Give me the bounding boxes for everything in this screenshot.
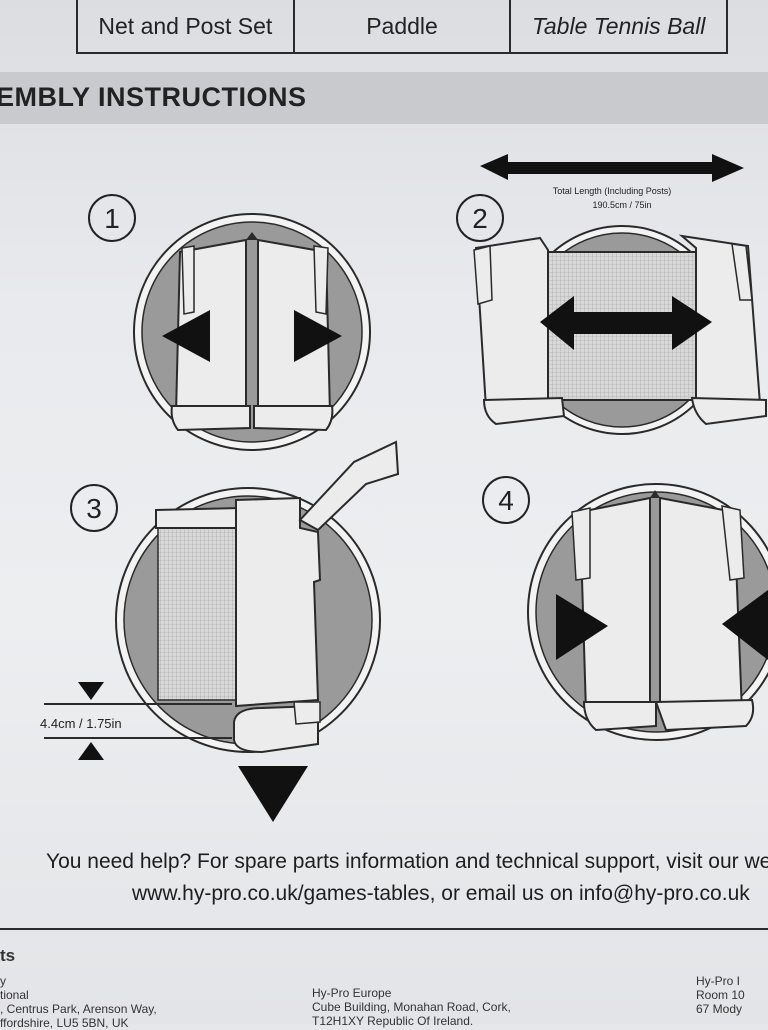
footer-eu-line: T12H1XY Republic Of Ireland. (312, 1014, 474, 1028)
help-line-1: You need help? For spare parts informati… (46, 850, 768, 873)
footer: ts y tional , Centrus Park, Arenson Way,… (0, 936, 768, 1030)
help-line-2: www.hy-pro.co.uk/games-tables, or email … (132, 882, 750, 905)
step-2-figure: Total Length (Including Posts) 190.5cm /… (456, 154, 767, 435)
help-text: You need help? For spare parts informati… (46, 846, 768, 910)
step-2-double-arrow (540, 296, 712, 350)
assembly-diagram: 1 Total Length (Including Posts) 190.5cm… (40, 154, 768, 822)
footer-other-line: Hy-Pro I (696, 974, 741, 988)
footer-other-line: Room 10 (696, 988, 745, 1002)
step-4-number: 4 (498, 485, 514, 516)
step-4-left-arrow (556, 594, 608, 660)
footer-other-line: 67 Mody (696, 1002, 743, 1016)
parts-table: Net and Post Set Paddle Table Tennis Bal… (76, 0, 728, 54)
step-4-right-arrow (722, 590, 768, 660)
step-1-number-circle (88, 194, 136, 242)
footer-uk-line: tional (0, 988, 29, 1002)
step-2-length-value: 190.5cm / 75in (592, 200, 651, 210)
footer-heading: ts (0, 946, 16, 965)
section-title: EMBLY INSTRUCTIONS (0, 82, 307, 112)
footer-address-europe: Hy-Pro Europe Cube Building, Monahan Roa… (312, 986, 511, 1028)
step-1-left-arrow (162, 310, 210, 362)
step-2-number: 2 (472, 203, 488, 234)
step-3-dimension-top-arrow (78, 682, 104, 700)
footer-uk-line: , Centrus Park, Arenson Way, (0, 1002, 157, 1016)
footer-eu-line: Hy-Pro Europe (312, 986, 392, 1000)
step-2-length-label: Total Length (Including Posts) (553, 186, 672, 196)
step-3-figure: 3 4.4cm / 1.75in (40, 440, 400, 822)
footer-eu-line: Cube Building, Monahan Road, Cork, (312, 1000, 511, 1014)
footer-address-uk: y tional , Centrus Park, Arenson Way, ff… (0, 974, 157, 1030)
step-3-net (157, 523, 239, 701)
section-band: EMBLY INSTRUCTIONS (0, 72, 768, 124)
step-3-paddle (298, 440, 400, 532)
step-3-down-arrow (238, 766, 308, 822)
step-1-number: 1 (104, 203, 120, 234)
parts-cell-paddle: Paddle (295, 0, 512, 52)
step-1-figure: 1 (88, 194, 371, 451)
step-2-number-circle (456, 194, 504, 242)
step-3-dimension-bottom-arrow (78, 742, 104, 760)
step-3-number: 3 (86, 493, 102, 524)
footer-address-other: Hy-Pro I Room 10 67 Mody (696, 974, 745, 1016)
parts-cell-ball: Table Tennis Ball (531, 12, 706, 39)
step-2-length-arrow (480, 154, 744, 182)
footer-divider (0, 928, 768, 930)
step-4-number-circle (482, 476, 530, 524)
step-4-figure: 4 (482, 476, 768, 741)
parts-cell-net-post: Net and Post Set (78, 0, 295, 52)
footer-uk-line: ffordshire, LU5 5BN, UK (0, 1016, 129, 1030)
step-3-number-circle (70, 484, 118, 532)
step-1-right-arrow (294, 310, 342, 362)
footer-uk-line: y (0, 974, 6, 988)
step-3-dimension-label: 4.4cm / 1.75in (40, 716, 122, 731)
step-3-post (235, 496, 322, 708)
